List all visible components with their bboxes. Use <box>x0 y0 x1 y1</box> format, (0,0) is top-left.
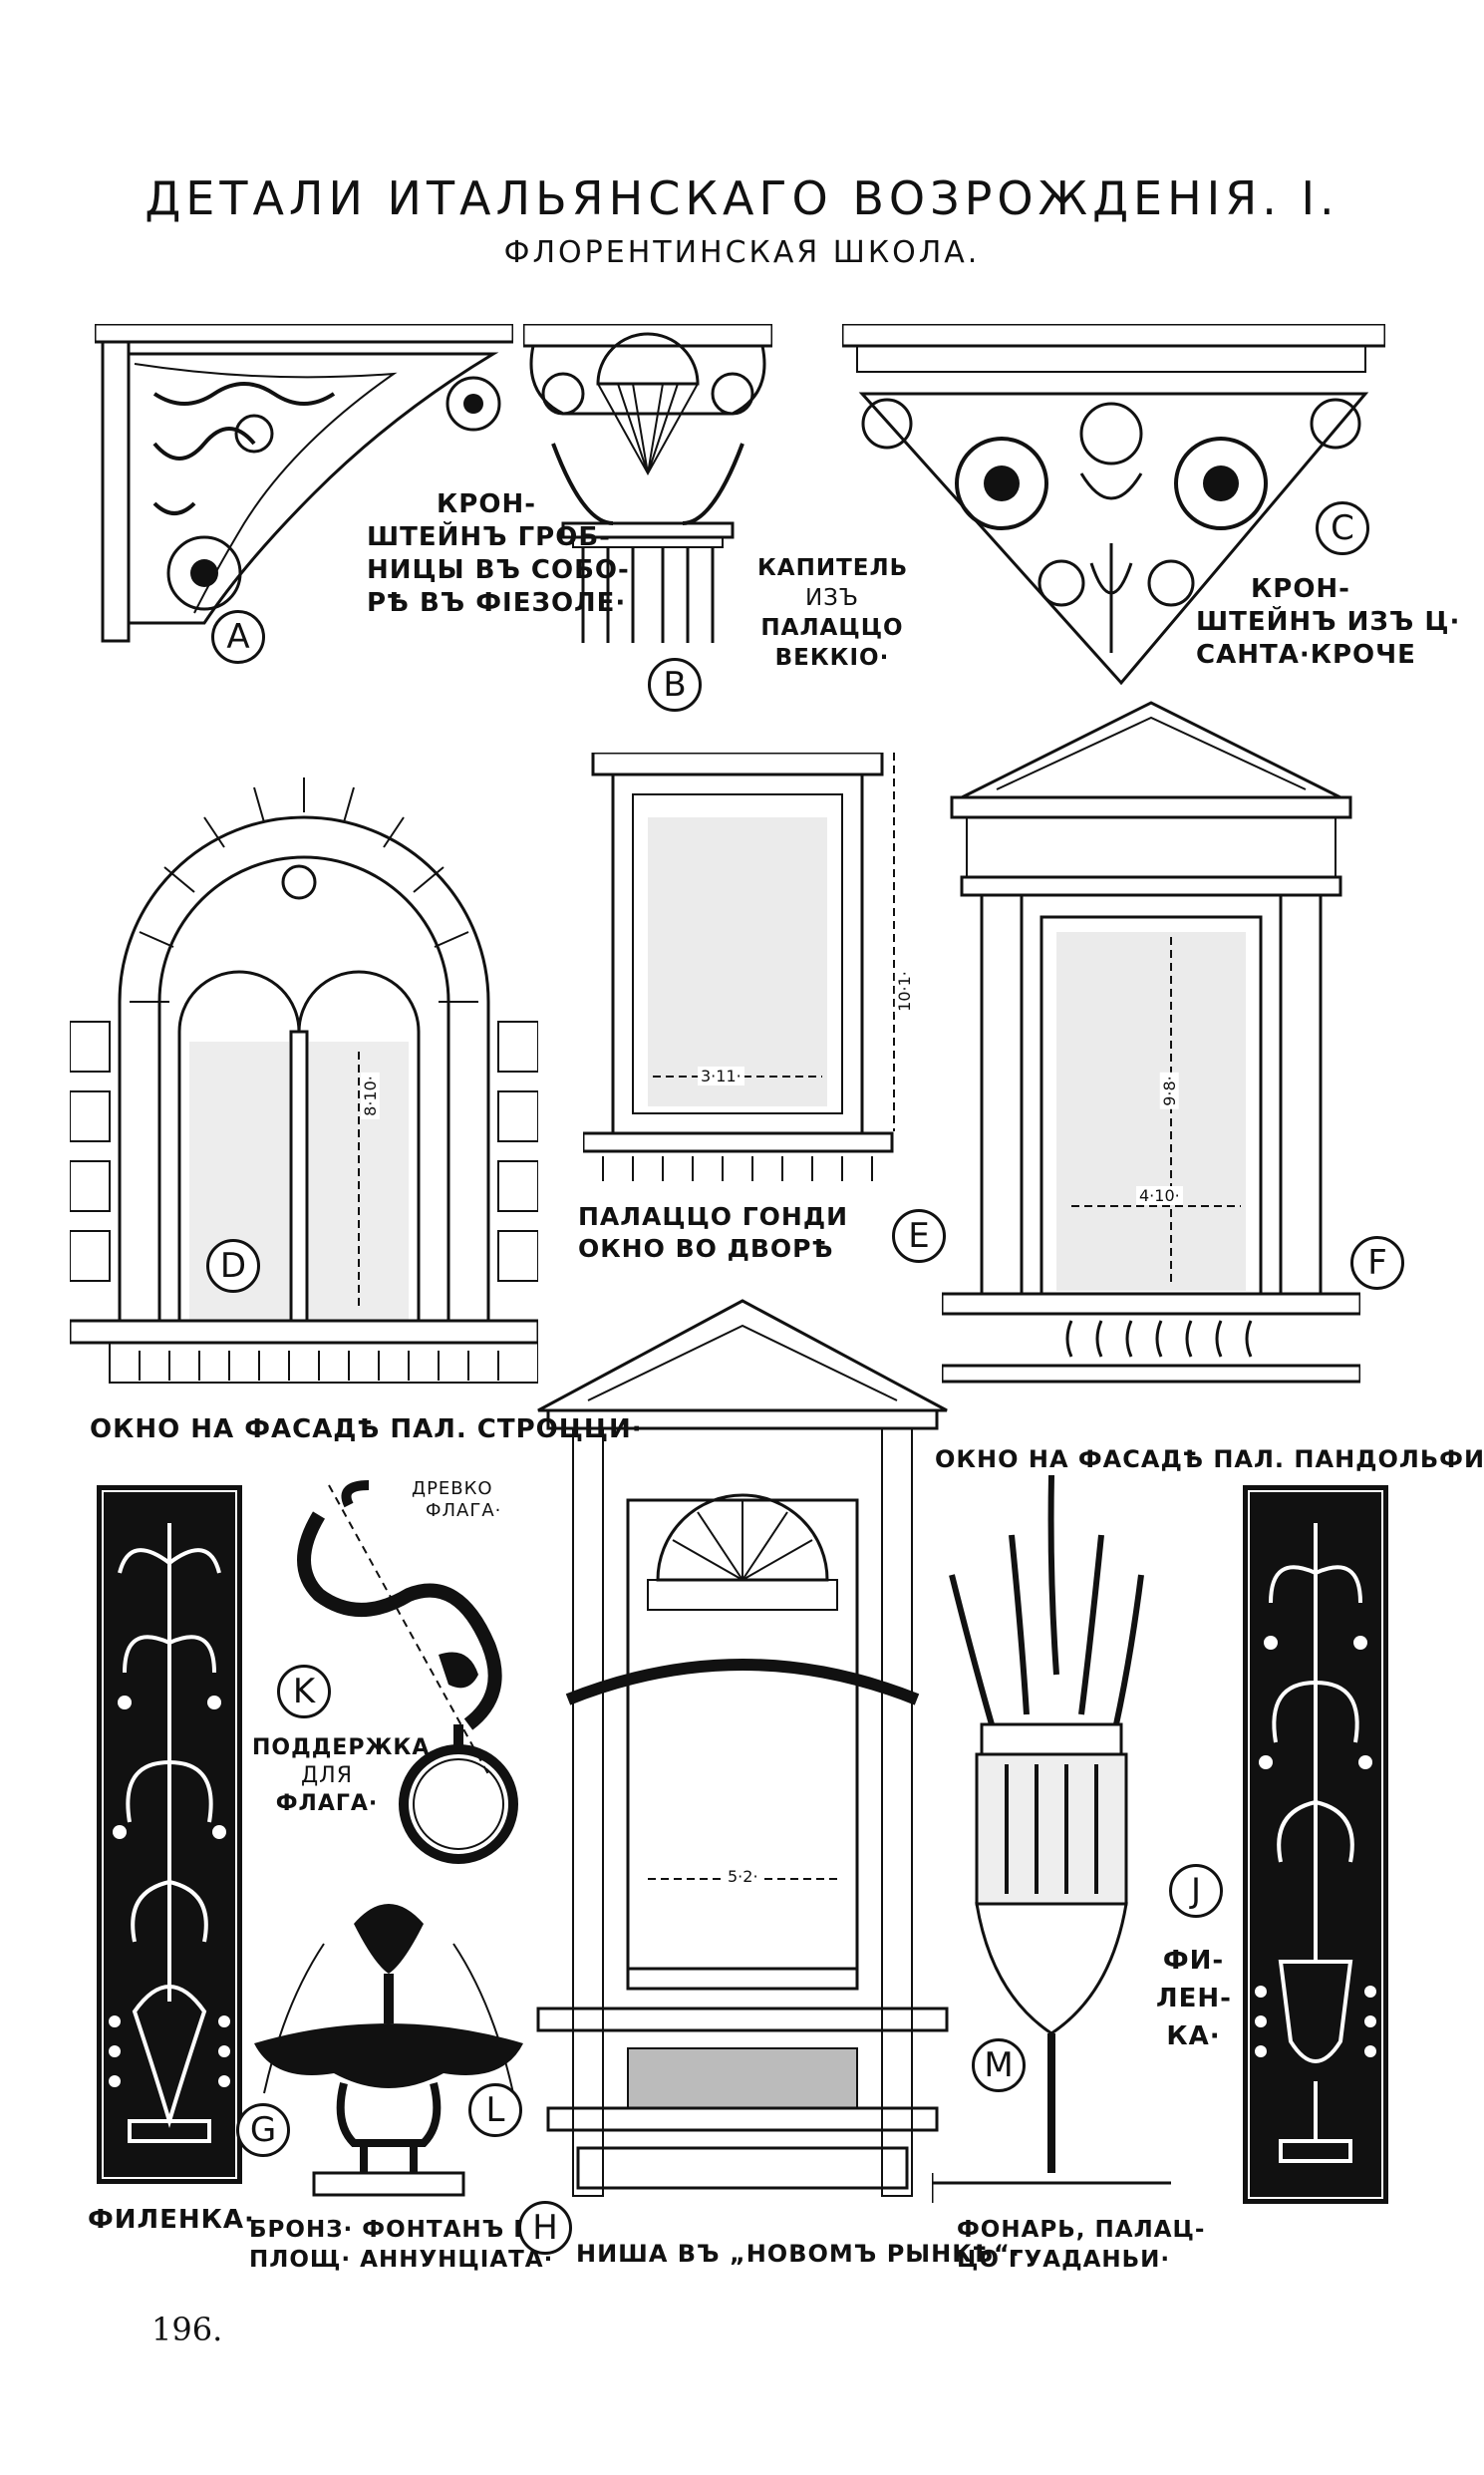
caption-line: ЛЕН- <box>1156 1984 1232 2013</box>
figure-m-lantern <box>932 1475 1171 2203</box>
figure-d-arched-window <box>70 777 538 1384</box>
caption-line: ПАЛАЦЦО <box>760 615 904 641</box>
figure-c-corbel <box>842 324 1385 686</box>
page-number: 196. <box>151 2311 223 2348</box>
figure-g-panel <box>97 1485 242 2184</box>
page-title: ДЕТАЛИ ИТАЛЬЯНСКАГО ВОЗРОЖДЕНІЯ. I. <box>145 171 1339 225</box>
caption-line: БРОНЗ· ФОНТАНЪ НА <box>249 2217 553 2243</box>
figure-h-label: H <box>518 2201 572 2255</box>
caption-line: ЦО ГУАДАНЬИ· <box>957 2247 1171 2273</box>
figure-f-window <box>942 701 1360 1384</box>
caption-line: КАПИТЕЛЬ <box>757 555 909 581</box>
figure-d-label: D <box>206 1239 260 1293</box>
figure-c-label: C <box>1316 501 1369 555</box>
figure-b-caption: КАПИТЕЛЬ ИЗЪ ПАЛАЦЦО ВЕККІО· <box>757 553 907 673</box>
caption-line: ПОДДЕРЖКА <box>252 1735 431 1760</box>
figure-l-fountain <box>254 1904 523 2197</box>
caption-line: КА· <box>1166 2021 1221 2051</box>
figure-k-pole-label: ДРЕВКО ФЛАГА· <box>412 1478 501 1522</box>
figure-f-dim-height: 9·8· <box>1159 1073 1179 1109</box>
figure-f-dim-width: 4·10· <box>1136 1186 1183 1205</box>
caption-line: ФЛАГА· <box>275 1791 379 1816</box>
figure-f-label: F <box>1350 1236 1404 1290</box>
figure-h-caption: НИША ВЪ „НОВОМЪ РЫНКѢ“· <box>576 2240 1021 2268</box>
caption-line: КРОН- <box>437 489 536 519</box>
figure-g-caption: ФИЛЕНКА· <box>88 2205 255 2235</box>
caption-line: ВЕККІО· <box>774 645 890 671</box>
page-subtitle: ФЛОРЕНТИНСКАЯ ШКОЛА. <box>503 235 981 270</box>
figure-h-niche <box>536 1299 949 2197</box>
figure-m-label: M <box>972 2038 1026 2092</box>
figure-b-capital <box>523 324 772 643</box>
caption-line: ИЗЪ <box>804 585 860 611</box>
figure-d-dimension: 8·10· <box>360 1073 380 1119</box>
caption-line: ОКНО ВО ДВОРѢ <box>578 1234 834 1263</box>
caption-line: ПАЛАЦЦО ГОНДИ <box>578 1202 849 1231</box>
figure-e-window <box>583 753 895 1181</box>
caption-line: ФЛАГА· <box>426 1500 502 1521</box>
figure-k-label: K <box>277 1665 331 1718</box>
figure-f-caption: ОКНО НА ФАСАДѢ ПАЛ. ПАНДОЛЬФИНИ· <box>935 1445 1484 1473</box>
figure-l-label: L <box>468 2083 522 2137</box>
caption-line: РѢ ВЪ ФІЕЗОЛЕ· <box>367 588 627 618</box>
figure-g-label: G <box>236 2103 290 2157</box>
figure-j-panel <box>1243 1485 1388 2204</box>
caption-line: ШТЕЙНЪ ГРОБ- <box>367 522 611 552</box>
figure-h-dim-width: 5·2· <box>725 1867 761 1886</box>
figure-a-caption: КРОН- ШТЕЙНЪ ГРОБ- НИЦЫ ВЪ СОБО- РѢ ВЪ Ф… <box>367 488 630 620</box>
figure-l-caption: БРОНЗ· ФОНТАНЪ НА ПЛОЩ· АННУНЦІАТА· <box>249 2215 553 2275</box>
caption-line: ДРЕВКО <box>412 1478 493 1499</box>
caption-line: НИЦЫ ВЪ СОБО- <box>367 555 630 585</box>
caption-line: ПЛОЩ· АННУНЦІАТА· <box>249 2247 554 2273</box>
figure-b-label: B <box>648 658 702 712</box>
figure-e-label: E <box>892 1209 946 1263</box>
caption-line: ФОНАРЬ, ПАЛАЦ- <box>957 2217 1206 2243</box>
figure-e-dim-width: 3·11· <box>698 1067 744 1085</box>
figure-j-label: J <box>1169 1864 1223 1918</box>
caption-line: ШТЕЙНЪ ИЗЪ Ц· <box>1196 607 1461 637</box>
figure-k-flag-holder <box>297 1480 518 1864</box>
figure-c-caption: КРОН- ШТЕЙНЪ ИЗЪ Ц· САНТА·КРОЧЕ <box>1196 573 1461 672</box>
caption-line: КРОН- <box>1251 574 1350 604</box>
figure-e-dim-height: 10·1· <box>894 968 914 1015</box>
figure-a-bracket <box>95 324 513 643</box>
figure-k-caption: ПОДДЕРЖКА ДЛЯ ФЛАГА· <box>252 1734 431 1818</box>
caption-line: ФИ- <box>1162 1946 1225 1976</box>
figure-a-label: A <box>211 610 265 664</box>
figure-j-caption: ФИ- ЛЕН- КА· <box>1156 1942 1231 2055</box>
caption-line: ДЛЯ <box>300 1763 354 1788</box>
figure-e-caption: ПАЛАЦЦО ГОНДИ ОКНО ВО ДВОРѢ <box>578 1201 848 1265</box>
caption-line: САНТА·КРОЧЕ <box>1196 640 1416 670</box>
figure-m-caption: ФОНАРЬ, ПАЛАЦ- ЦО ГУАДАНЬИ· <box>957 2215 1205 2275</box>
